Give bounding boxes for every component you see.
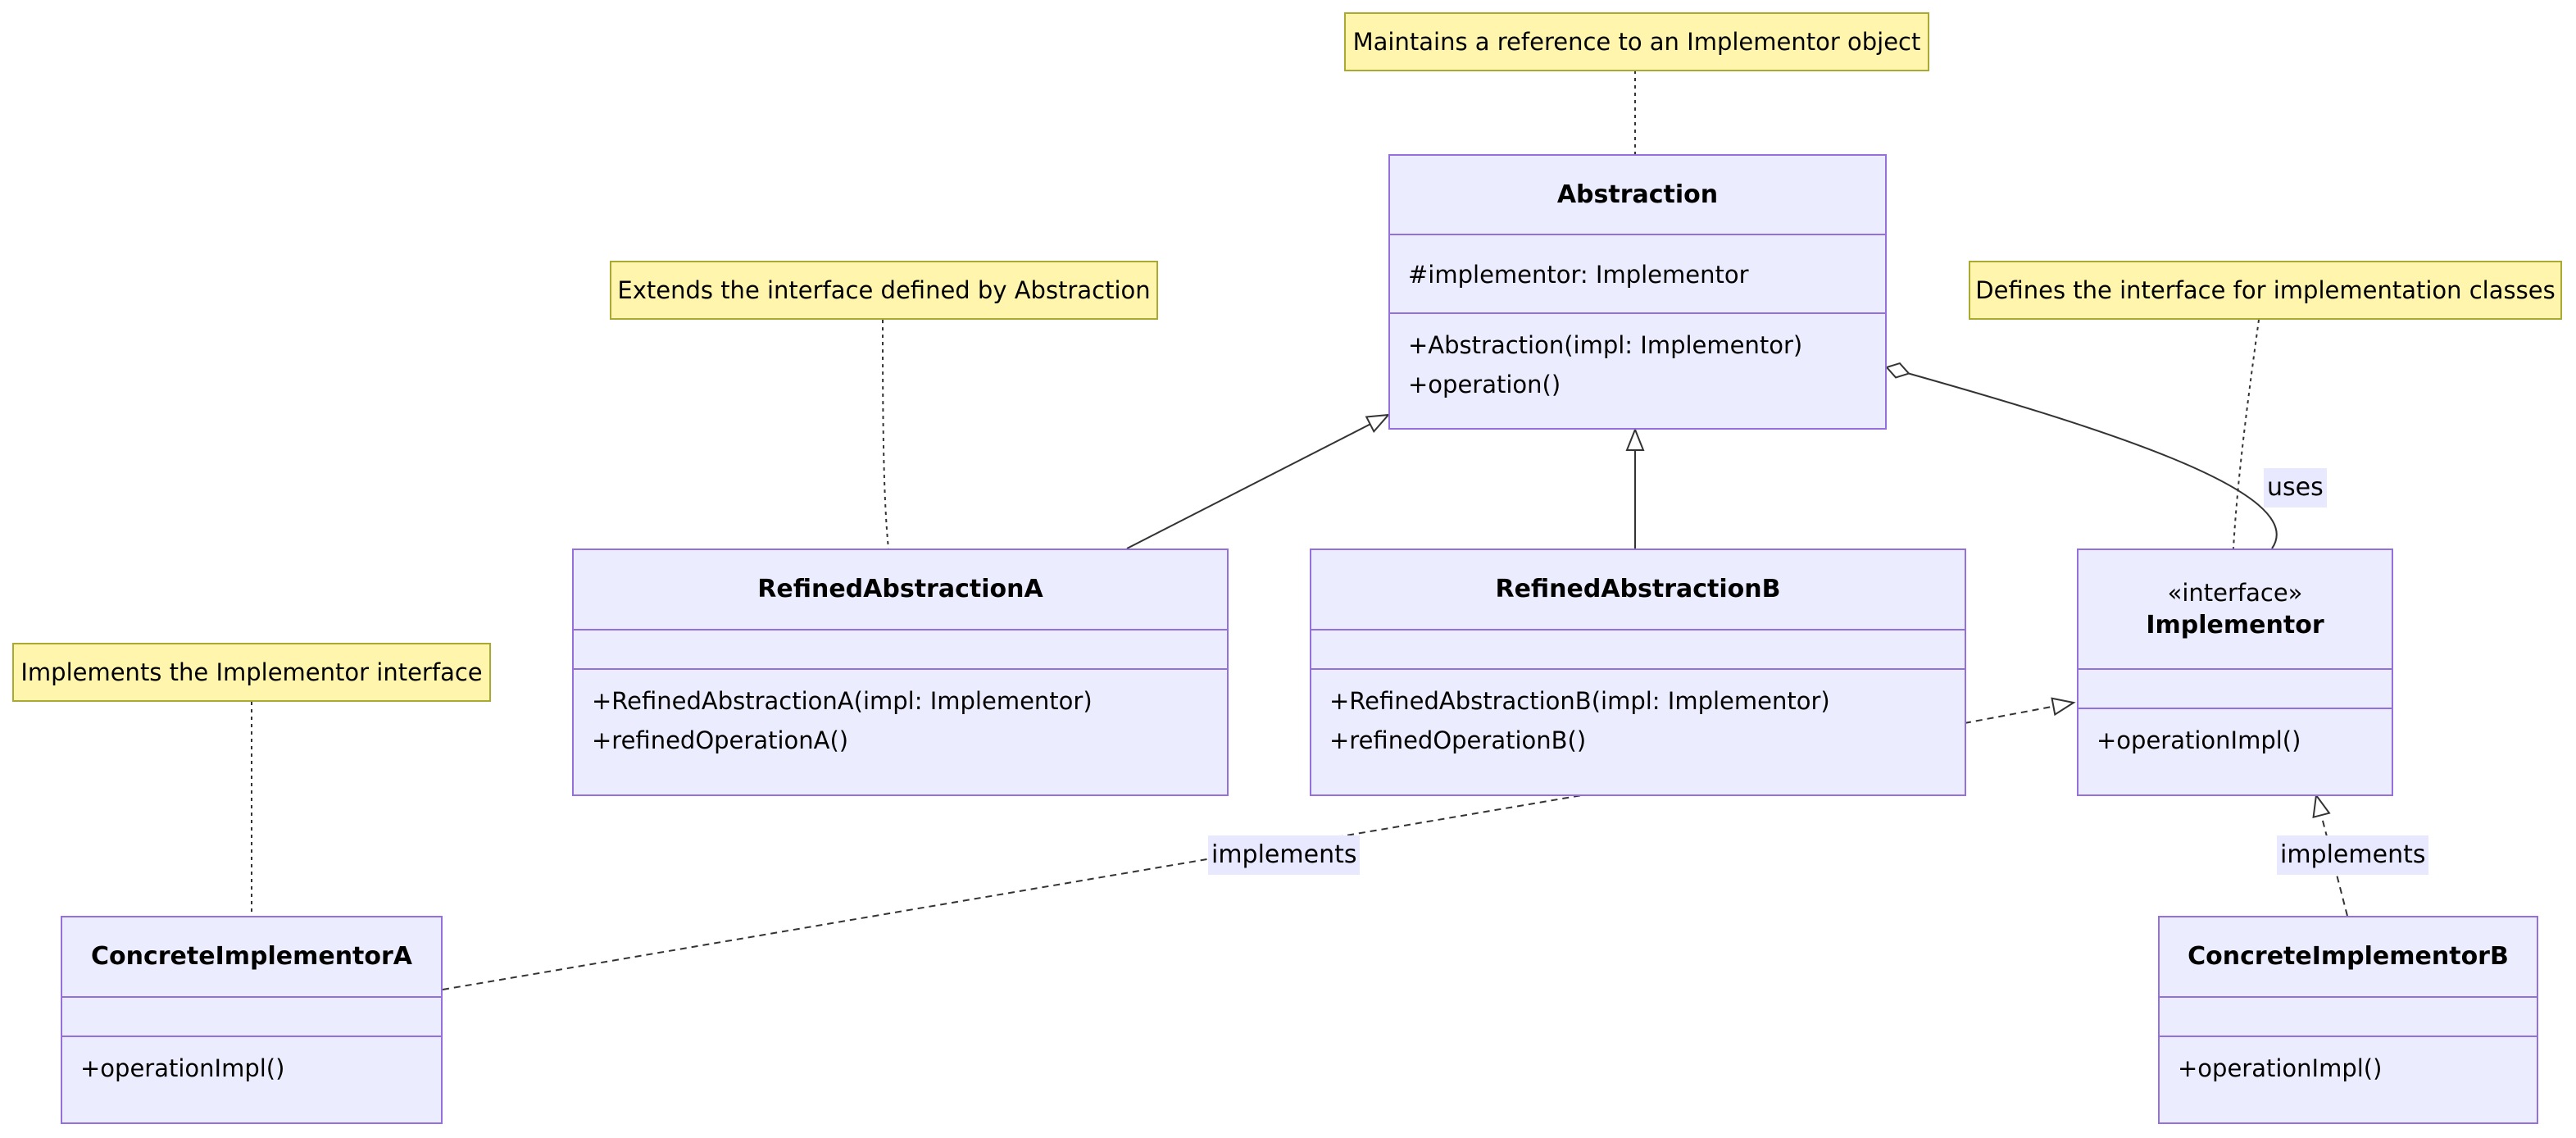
method-refined-b-constructor: +RefinedAbstractionB(impl: Implementor) — [1329, 687, 1830, 715]
class-abstraction-methods: +Abstraction(impl: Implementor) +operati… — [1390, 312, 1885, 412]
note-concrete-a: Implements the Implementor interface — [12, 643, 491, 702]
class-implementor-methods: +operationImpl() — [2079, 708, 2392, 768]
class-abstraction[interactable]: Abstraction #implementor: Implementor +A… — [1388, 154, 1887, 430]
class-refined-b-methods: +RefinedAbstractionB(impl: Implementor) … — [1311, 668, 1965, 768]
class-implementor[interactable]: «interface» Implementor +operationImpl() — [2077, 549, 2393, 796]
class-abstraction-header: Abstraction — [1390, 156, 1885, 234]
inheritance-refined-a — [1126, 413, 1391, 549]
class-refined-a-methods: +RefinedAbstractionA(impl: Implementor) … — [574, 668, 1227, 768]
class-refined-a-name: RefinedAbstractionA — [757, 575, 1043, 603]
note-implementor: Defines the interface for implementation… — [1969, 261, 2562, 320]
class-implementor-header: «interface» Implementor — [2079, 550, 2392, 668]
class-refined-a-header: RefinedAbstractionA — [574, 550, 1227, 629]
class-concrete-a-attributes — [62, 996, 441, 1036]
class-refined-abstraction-a[interactable]: RefinedAbstractionA +RefinedAbstractionA… — [572, 549, 1229, 796]
class-concrete-b-name: ConcreteImplementorB — [2188, 942, 2509, 971]
class-concrete-a-name: ConcreteImplementorA — [90, 942, 413, 971]
note-abstraction: Maintains a reference to an Implementor … — [1344, 12, 1929, 71]
method-operation: +operation() — [1408, 371, 1561, 398]
class-refined-abstraction-b[interactable]: RefinedAbstractionB +RefinedAbstractionB… — [1310, 549, 1966, 796]
method-refined-operation-a: +refinedOperationA() — [592, 726, 849, 754]
class-implementor-attributes — [2079, 668, 2392, 708]
class-concrete-b-methods: +operationImpl() — [2160, 1036, 2537, 1096]
realization-concrete-a — [442, 794, 1583, 990]
class-concrete-a-header: ConcreteImplementorA — [62, 917, 441, 996]
note-link-implementor — [2233, 319, 2260, 549]
realization-b-to-implementor — [1964, 697, 2076, 724]
attribute-implementor: #implementor: Implementor — [1408, 261, 1749, 289]
class-refined-b-name: RefinedAbstractionB — [1495, 575, 1781, 603]
note-refined-a: Extends the interface defined by Abstrac… — [610, 261, 1158, 320]
class-concrete-b-attributes — [2160, 996, 2537, 1036]
method-abstraction-constructor: +Abstraction(impl: Implementor) — [1408, 331, 1803, 359]
method-operation-impl: +operationImpl() — [2097, 726, 2301, 754]
class-refined-b-attributes — [1311, 629, 1965, 668]
class-refined-b-header: RefinedAbstractionB — [1311, 550, 1965, 629]
method-concrete-a-operation-impl: +operationImpl() — [80, 1054, 285, 1082]
class-concrete-b-header: ConcreteImplementorB — [2160, 917, 2537, 996]
class-concrete-implementor-a[interactable]: ConcreteImplementorA +operationImpl() — [61, 916, 443, 1124]
class-abstraction-name: Abstraction — [1556, 180, 1719, 209]
class-implementor-stereotype: «interface» — [2167, 579, 2303, 607]
class-refined-a-attributes — [574, 629, 1227, 668]
edge-label-implements-b: implements — [2277, 835, 2429, 875]
edge-label-uses: uses — [2264, 468, 2327, 508]
method-concrete-b-operation-impl: +operationImpl() — [2178, 1054, 2383, 1082]
method-refined-operation-b: +refinedOperationB() — [1329, 726, 1587, 754]
aggregation-uses — [1885, 362, 2278, 549]
edge-label-implements-a: implements — [1208, 835, 1361, 875]
class-concrete-a-methods: +operationImpl() — [62, 1036, 441, 1096]
method-refined-a-constructor: +RefinedAbstractionA(impl: Implementor) — [592, 687, 1093, 715]
class-abstraction-attributes: #implementor: Implementor — [1390, 234, 1885, 312]
class-implementor-name: Implementor — [2146, 611, 2324, 640]
note-link-refined-a — [882, 319, 889, 549]
class-concrete-implementor-b[interactable]: ConcreteImplementorB +operationImpl() — [2158, 916, 2538, 1124]
